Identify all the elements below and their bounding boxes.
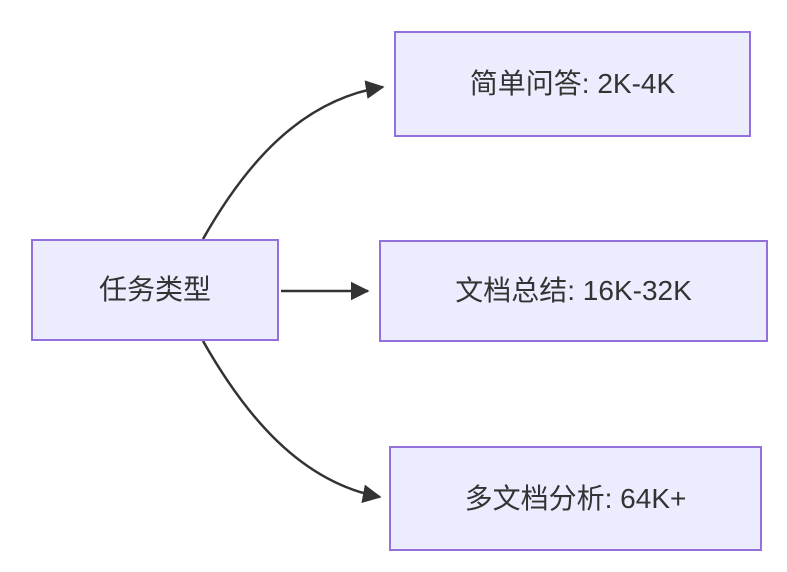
node-doc-summary: 文档总结: 16K-32K xyxy=(379,240,768,342)
edge-root-to-branch-2 xyxy=(201,340,382,504)
node-doc-summary-label: 文档总结: 16K-32K xyxy=(455,275,692,307)
node-simple-qa: 简单问答: 2K-4K xyxy=(394,31,751,137)
node-multi-doc-analysis-label: 多文档分析: 64K+ xyxy=(464,482,687,514)
node-simple-qa-label: 简单问答: 2K-4K xyxy=(469,68,676,100)
node-multi-doc-analysis: 多文档分析: 64K+ xyxy=(389,446,762,551)
node-task-type: 任务类型 xyxy=(31,239,279,341)
node-task-type-label: 任务类型 xyxy=(98,274,211,306)
edge-root-to-branch-0 xyxy=(201,80,385,240)
